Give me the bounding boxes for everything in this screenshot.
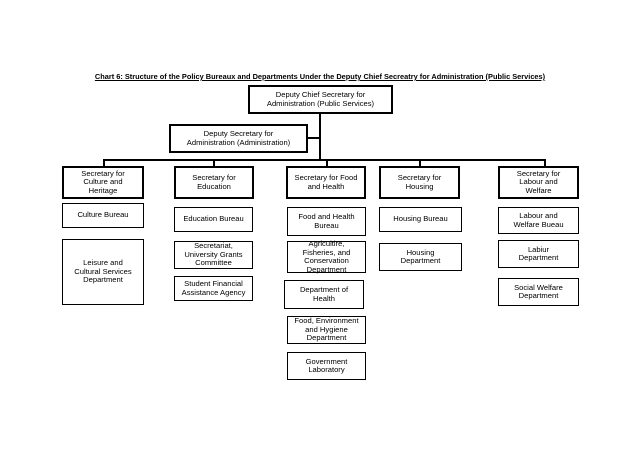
social-welfare-department-box: Social Welfare Department bbox=[498, 278, 579, 306]
chart-title: Chart 6: Structure of the Policy Bureaux… bbox=[94, 72, 546, 81]
connector-deputy bbox=[306, 137, 320, 139]
deputy-chief-secretary-box: Deputy Chief Secretary for Administratio… bbox=[248, 85, 393, 114]
connector-spine bbox=[319, 113, 321, 160]
labour-welfare-bureau-box: Labour and Welfare Bueau bbox=[498, 207, 579, 234]
connector-horizontal bbox=[103, 159, 545, 161]
government-laboratory-box: Government Laboratory bbox=[287, 352, 366, 380]
labour-department-box: Labiur Department bbox=[498, 240, 579, 268]
afcd-box: Agricultire, Fisheries, and Conservation… bbox=[287, 239, 366, 273]
connector-col-5 bbox=[544, 159, 546, 167]
secretary-food-health: Secretary for Food and Health bbox=[286, 166, 366, 199]
education-bureau-box: Education Bureau bbox=[174, 207, 253, 232]
secretary-culture-heritage: Secretary for Culture and Heritage bbox=[62, 166, 144, 199]
connector-col-4 bbox=[419, 159, 421, 167]
connector-col-3 bbox=[326, 159, 328, 167]
food-health-bureau-box: Food and Health Bureau bbox=[287, 207, 366, 236]
ugc-secretariat-box: Secretariat, University Grants Committee bbox=[174, 241, 253, 269]
secretary-housing: Secretary for Housing bbox=[379, 166, 460, 199]
connector-col-1 bbox=[103, 159, 105, 167]
housing-department-box: Housing Department bbox=[379, 243, 462, 271]
housing-bureau-box: Housing Bureau bbox=[379, 207, 462, 232]
secretary-labour-welfare: Secretary for Labour and Welfare bbox=[498, 166, 579, 199]
leisure-cultural-services-box: Leisure and Cultural Services Department bbox=[62, 239, 144, 305]
fehd-box: Food, Environment and Hygiene Department bbox=[287, 316, 366, 344]
culture-bureau-box: Culture Bureau bbox=[62, 203, 144, 228]
deputy-secretary-box: Deputy Secretary for Administration (Adm… bbox=[169, 124, 308, 153]
student-financial-assistance-box: Student Financial Assistance Agency bbox=[174, 276, 253, 301]
department-of-health-box: Department of Health bbox=[284, 280, 364, 309]
connector-col-2 bbox=[213, 159, 215, 167]
secretary-education: Secretary for Education bbox=[174, 166, 254, 199]
